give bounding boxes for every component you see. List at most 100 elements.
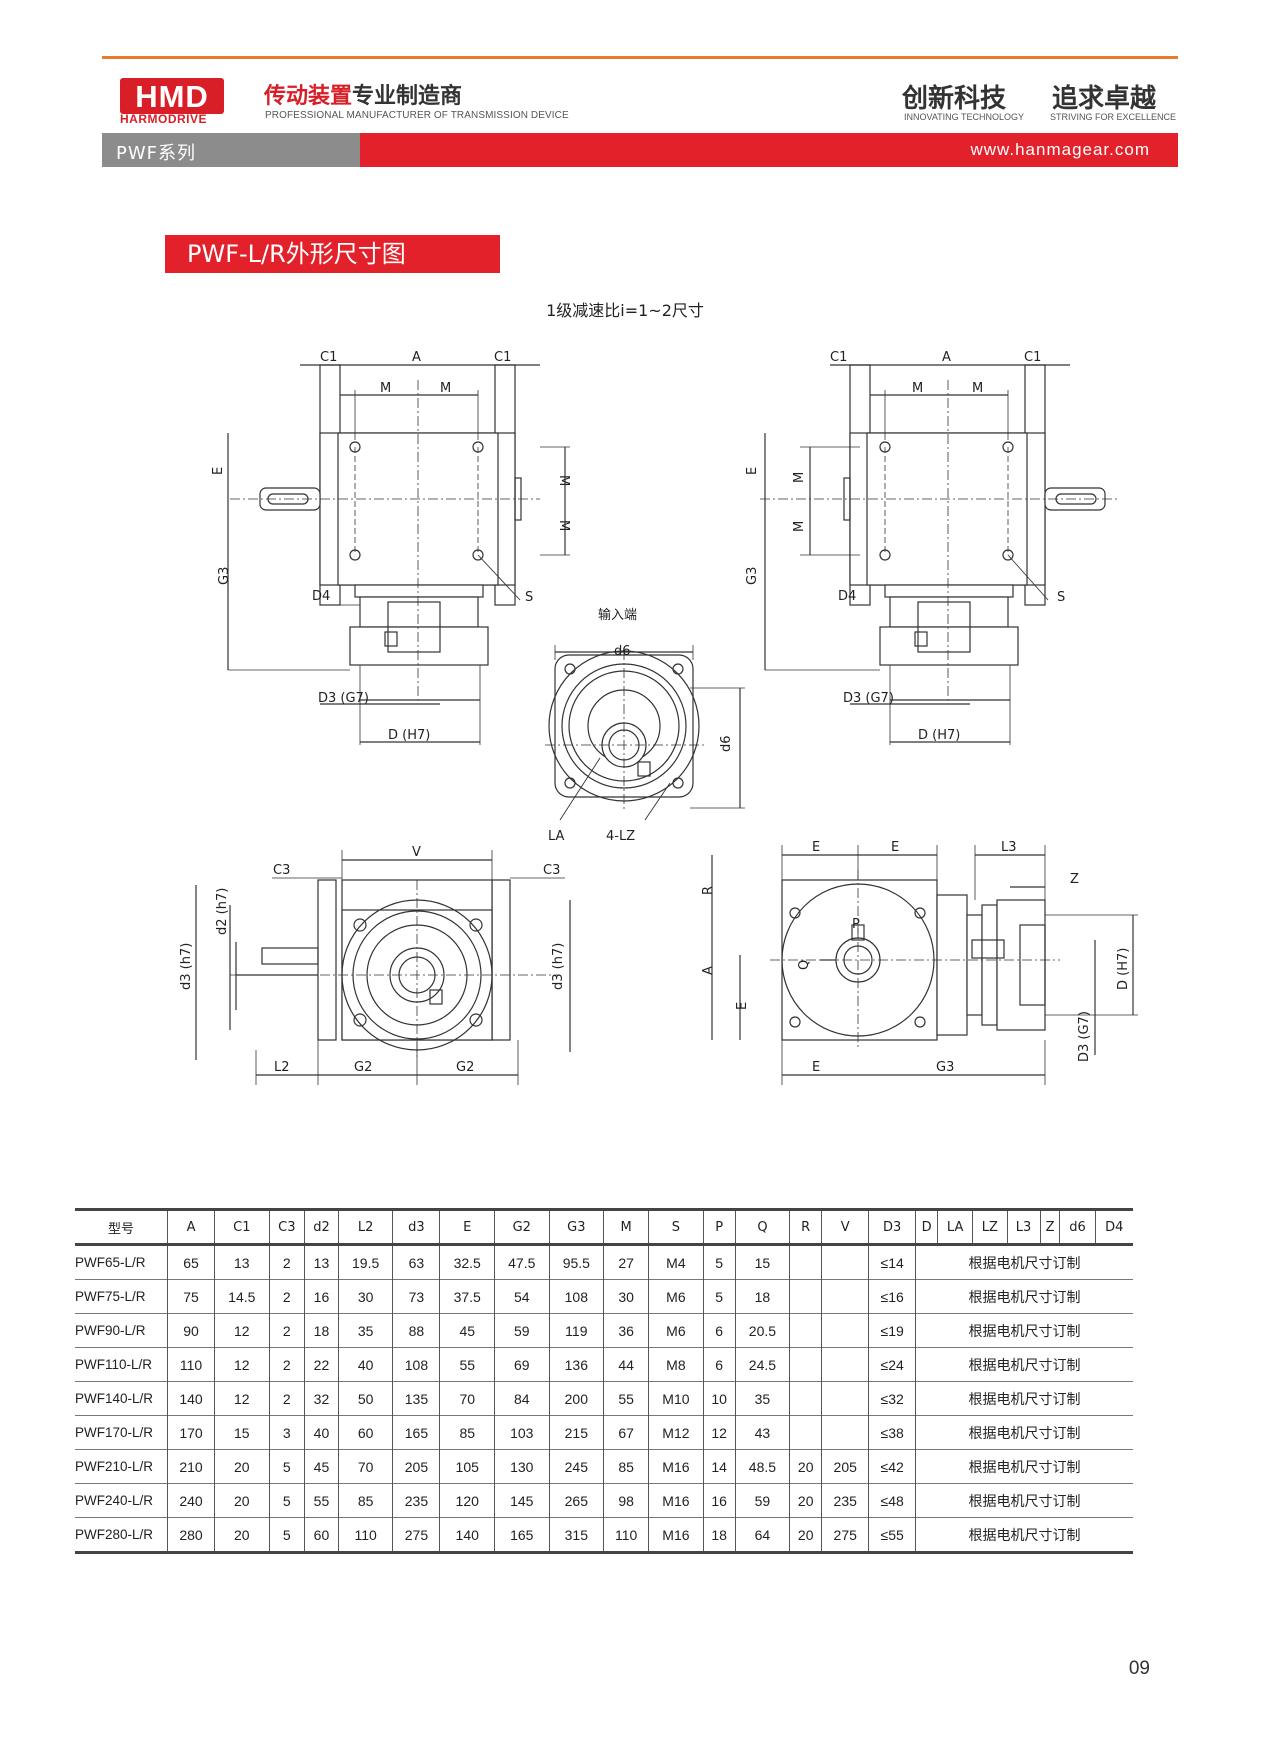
value-cell: 3 <box>269 1415 306 1450</box>
value-cell: ≤32 <box>868 1381 917 1416</box>
label-d3: D3 (G7) <box>843 691 894 706</box>
label-c1: C1 <box>494 350 511 365</box>
value-cell: 110 <box>603 1517 650 1553</box>
value-cell: 14 <box>703 1449 736 1484</box>
value-cell: 40 <box>338 1347 394 1382</box>
value-cell: 6 <box>703 1313 736 1348</box>
website-link[interactable]: www.hanmagear.com <box>970 140 1150 159</box>
model-cell: PWF140-L/R <box>75 1381 168 1416</box>
label-m: M <box>792 521 807 532</box>
value-cell: 12 <box>214 1347 270 1382</box>
value-cell: ≤14 <box>868 1244 917 1280</box>
value-cell: 18 <box>304 1313 339 1348</box>
label-g3: G3 <box>936 1060 954 1075</box>
value-cell: ≤19 <box>868 1313 917 1348</box>
view-input-end <box>545 645 745 821</box>
custom-note-cell: 根据电机尺寸订制 <box>968 1289 1081 1306</box>
drawing-labels: C1 A C1 M M E G3 D4 S M M D3 (G7) D (H7)… <box>179 350 1131 1075</box>
label-l3: L3 <box>1001 840 1017 855</box>
value-cell: 240 <box>167 1483 216 1518</box>
slogan-excellence-en: STRIVING FOR EXCELLENCE <box>1050 112 1177 122</box>
value-cell: 85 <box>603 1449 650 1484</box>
value-cell: 5 <box>269 1449 306 1484</box>
value-cell: M16 <box>648 1517 704 1553</box>
label-e: E <box>745 467 760 475</box>
label-e: E <box>735 1002 750 1010</box>
value-cell: 108 <box>549 1279 605 1314</box>
value-cell: 22 <box>304 1347 339 1382</box>
value-cell: ≤55 <box>868 1517 917 1553</box>
value-cell: 12 <box>214 1381 270 1416</box>
page-number: 09 <box>1128 1658 1150 1679</box>
label-d2: d2 (h7) <box>215 888 230 935</box>
value-cell: 15 <box>214 1415 270 1450</box>
value-cell: 63 <box>392 1244 441 1280</box>
model-cell: PWF280-L/R <box>75 1517 168 1553</box>
value-cell: 98 <box>603 1483 650 1518</box>
value-cell: 265 <box>549 1483 605 1518</box>
value-cell: 45 <box>439 1313 495 1348</box>
label-s: S <box>525 590 533 605</box>
value-cell: ≤24 <box>868 1347 917 1382</box>
value-cell: 165 <box>494 1517 550 1553</box>
value-cell: 245 <box>549 1449 605 1484</box>
value-cell: 55 <box>603 1381 650 1416</box>
value-cell <box>789 1313 823 1348</box>
label-d-h7: D (H7) <box>1116 948 1131 990</box>
value-cell: 215 <box>549 1415 605 1450</box>
value-cell: 55 <box>304 1483 339 1518</box>
value-cell: 5 <box>269 1517 306 1553</box>
label-input-end: 输入端 <box>598 607 637 623</box>
value-cell: 2 <box>269 1347 306 1382</box>
value-cell: 67 <box>603 1415 650 1450</box>
value-cell: 130 <box>494 1449 550 1484</box>
label-a: A <box>942 350 951 365</box>
value-cell: 65 <box>167 1244 216 1280</box>
value-cell: 60 <box>338 1415 394 1450</box>
value-cell: 275 <box>392 1517 441 1553</box>
value-cell: 136 <box>549 1347 605 1382</box>
value-cell: 16 <box>703 1483 736 1518</box>
model-cell: PWF170-L/R <box>75 1415 168 1450</box>
value-cell: 36 <box>603 1313 650 1348</box>
series-bar <box>102 133 360 167</box>
value-cell: 85 <box>338 1483 394 1518</box>
col-header: D <box>915 1209 939 1245</box>
value-cell: 40 <box>304 1415 339 1450</box>
dimension-drawing: C1 A C1 M M E G3 D4 S M M D3 (G7) D (H7)… <box>179 350 1138 1085</box>
value-cell <box>821 1244 870 1280</box>
custom-note-cell: 根据电机尺寸订制 <box>968 1357 1081 1374</box>
value-cell: 18 <box>703 1517 736 1553</box>
value-cell <box>821 1313 870 1348</box>
label-g2: G2 <box>456 1060 474 1075</box>
col-header: A <box>167 1209 216 1245</box>
value-cell: 45 <box>304 1449 339 1484</box>
custom-note-cell: 根据电机尺寸订制 <box>968 1493 1081 1510</box>
label-m: M <box>912 381 923 396</box>
value-cell: 110 <box>167 1347 216 1382</box>
label-e: E <box>812 1060 820 1075</box>
custom-note-cell: 根据电机尺寸订制 <box>968 1527 1081 1544</box>
value-cell: 27 <box>603 1244 650 1280</box>
value-cell: 32.5 <box>439 1244 495 1280</box>
table-header-row: 型号 A C1 C3 d2 L2 d3 E G2 G3 M S P Q R V … <box>75 1209 1133 1245</box>
label-c3: C3 <box>273 863 290 878</box>
value-cell: M16 <box>648 1483 704 1518</box>
col-header: G2 <box>494 1209 550 1245</box>
custom-note-cell: 根据电机尺寸订制 <box>968 1459 1081 1476</box>
label-d3-g7: D3 (G7) <box>1077 1011 1092 1062</box>
model-cell: PWF210-L/R <box>75 1449 168 1484</box>
slogan-innovation-en: INNOVATING TECHNOLOGY <box>904 112 1025 122</box>
label-d3-h7: d3 (h7) <box>551 943 566 990</box>
label-d6: d6 <box>614 644 631 659</box>
view-left-top <box>227 364 570 745</box>
value-cell: 55 <box>439 1347 495 1382</box>
value-cell <box>789 1279 823 1314</box>
col-header: P <box>703 1209 736 1245</box>
value-cell: 30 <box>603 1279 650 1314</box>
value-cell: 24.5 <box>735 1347 791 1382</box>
